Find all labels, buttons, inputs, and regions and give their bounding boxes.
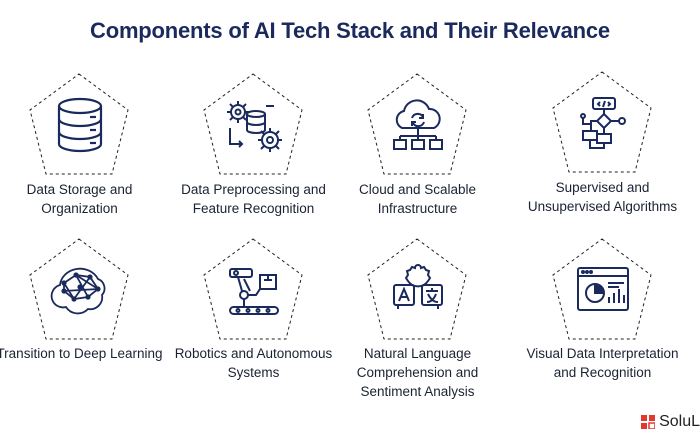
- component-label: Transition to Deep Learning: [0, 346, 163, 361]
- component-label: Robotics and Autonomous Systems: [174, 346, 333, 380]
- flowchart-code-icon: [580, 97, 626, 149]
- dashboard-chart-icon: [577, 267, 629, 311]
- solulab-logo-icon: [641, 415, 656, 429]
- brand-name: SoluL: [659, 413, 700, 430]
- page-title: Components of AI Tech Stack and Their Re…: [90, 18, 610, 43]
- pentagon-frame: [552, 238, 652, 340]
- component-label: Data Preprocessing and Feature Recogniti…: [181, 182, 326, 216]
- cloud-network-icon: [393, 99, 443, 150]
- component-label: Cloud and Scalable Infrastructure: [358, 182, 477, 216]
- pentagon-frame: [367, 238, 467, 340]
- neural-network-icon: [50, 267, 106, 315]
- pentagon-frame: [29, 238, 129, 340]
- pentagon-frame: [203, 238, 303, 340]
- translation-icon: [393, 264, 443, 309]
- pentagon-frame: [29, 73, 129, 175]
- pentagon-frame: [552, 71, 652, 173]
- gears-database-icon: [227, 101, 282, 152]
- pentagon-frame: [203, 73, 303, 175]
- component-label: Visual Data Interpretation and Recogniti…: [526, 346, 679, 380]
- database-icon: [57, 97, 103, 153]
- brand-logo: SoluL: [641, 413, 700, 431]
- pentagon-frame: [367, 73, 467, 175]
- component-label: Natural Language Comprehension and Senti…: [356, 346, 479, 399]
- robot-arm-icon: [229, 268, 279, 315]
- component-label: Supervised and Unsupervised Algorithms: [527, 180, 678, 214]
- component-label: Data Storage and Organization: [26, 182, 133, 216]
